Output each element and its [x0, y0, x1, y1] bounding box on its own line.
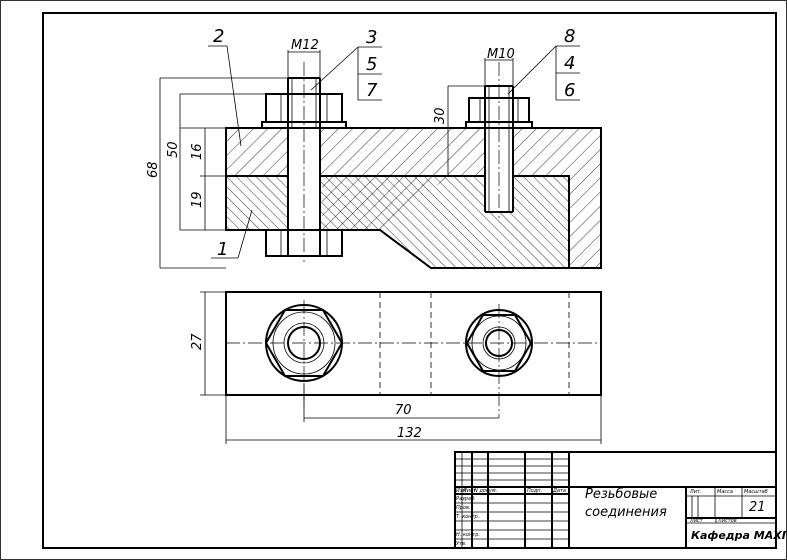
- plate-top-outline: [225, 291, 602, 396]
- front-view: [159, 45, 602, 269]
- dim-m12: M12: [291, 38, 319, 53]
- drawing-title-line2: соединения: [585, 505, 667, 520]
- upper-plate-side-hatch: [569, 176, 601, 268]
- tb-row-nkontr: Н. контр.: [456, 532, 480, 538]
- part-label-4: 4: [564, 53, 575, 74]
- tb-hdr-masshtab: Масштаб: [744, 489, 768, 495]
- dim-50: 50: [166, 141, 181, 158]
- tb-col-sign: Подп.: [527, 488, 542, 494]
- top-view: [200, 291, 602, 444]
- tb-hdr-listov: Листов: [717, 518, 737, 524]
- tb-row-razrab: Разраб.: [456, 496, 476, 502]
- tb-row-utv: Утв.: [456, 541, 467, 547]
- dim-70: 70: [395, 403, 412, 418]
- upper-plate-hatch: [226, 128, 601, 176]
- tb-col-list: Лист: [462, 488, 477, 494]
- leader-2: [226, 45, 242, 147]
- dim-16: 16: [190, 143, 205, 160]
- title-block: [454, 451, 777, 549]
- tb-hdr-list: Лист: [689, 518, 704, 524]
- part-label-7: 7: [366, 80, 378, 101]
- part-label-5: 5: [366, 54, 377, 75]
- leader-3: [310, 46, 359, 91]
- sheet-number: 21: [749, 500, 766, 515]
- tb-row-tkontr: Т. контр.: [456, 514, 479, 520]
- hex-nut-m12: [264, 309, 344, 377]
- drawing-frame: [42, 12, 777, 549]
- dim-30: 30: [433, 107, 448, 124]
- tb-hdr-lit: Лит.: [689, 489, 702, 495]
- dim-19: 19: [190, 191, 205, 208]
- dim-m10: M10: [487, 47, 515, 62]
- hex-nut-m10: [465, 314, 533, 372]
- part-label-8: 8: [564, 26, 575, 47]
- dim-27: 27: [190, 333, 205, 350]
- tb-row-prov: Пров.: [456, 505, 471, 511]
- part-label-6: 6: [564, 80, 575, 101]
- organization-name: Кафедра МАХП: [691, 529, 787, 542]
- part-label-3: 3: [366, 27, 377, 48]
- tb-col-date: Дата: [552, 488, 566, 494]
- part-label-1: 1: [217, 239, 228, 260]
- part-label-2: 2: [213, 26, 224, 47]
- dim-132: 132: [397, 426, 422, 441]
- upper-plate-step-hatch: [322, 176, 449, 230]
- tb-col-docnum: N докум.: [474, 488, 497, 494]
- tb-hdr-massa: Масса: [717, 489, 733, 495]
- tb-col-izm: Изм: [456, 488, 466, 494]
- drawing-title-line1: Резьбовые: [585, 487, 657, 502]
- dim-68: 68: [146, 161, 161, 178]
- leader-1: [237, 209, 253, 259]
- leader-8: [507, 45, 557, 95]
